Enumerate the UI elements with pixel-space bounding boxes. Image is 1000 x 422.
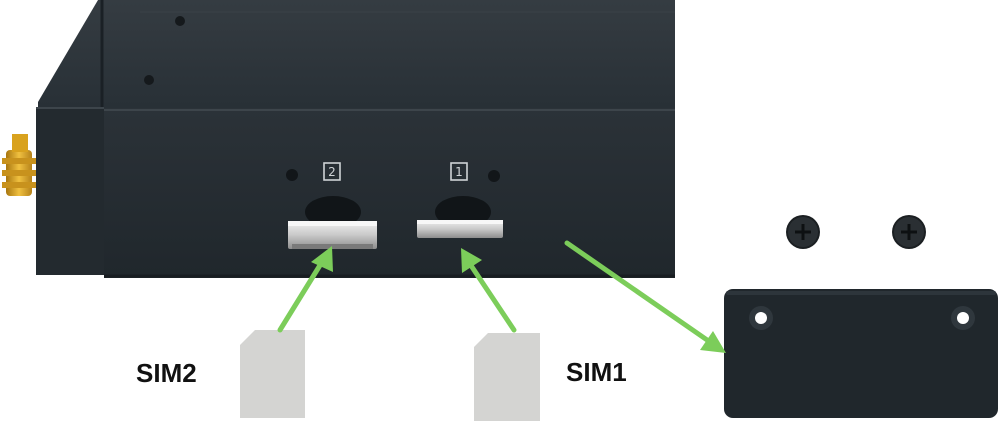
device-side-panel — [36, 108, 104, 275]
antenna-connector — [2, 134, 36, 196]
sim-slot-1[interactable] — [417, 196, 503, 238]
led-hole-2 — [286, 169, 298, 181]
insert-arrow-sim1 — [461, 248, 517, 333]
screw-icon — [892, 215, 926, 249]
sim1-label: SIM1 — [566, 357, 627, 387]
slot-number-box-1 — [450, 162, 468, 181]
slot-number-2: 2 — [328, 165, 336, 179]
sim-cover-plate — [724, 289, 998, 418]
top-screw-2 — [144, 75, 154, 85]
cover-plate-arrow — [564, 240, 726, 353]
sim-slot-2[interactable] — [288, 196, 377, 249]
led-hole-1 — [488, 170, 500, 182]
device-top-surface — [38, 0, 675, 108]
sim-card-2 — [240, 330, 305, 418]
sim-card-1 — [474, 333, 540, 421]
slot-number-1: 1 — [455, 165, 463, 179]
slot-number-box-2 — [323, 162, 341, 181]
top-screw-1 — [175, 16, 185, 26]
insert-arrow-sim2 — [277, 246, 333, 333]
screw-icon — [786, 215, 820, 249]
device-front-face — [104, 108, 675, 278]
sim2-label: SIM2 — [136, 358, 197, 388]
